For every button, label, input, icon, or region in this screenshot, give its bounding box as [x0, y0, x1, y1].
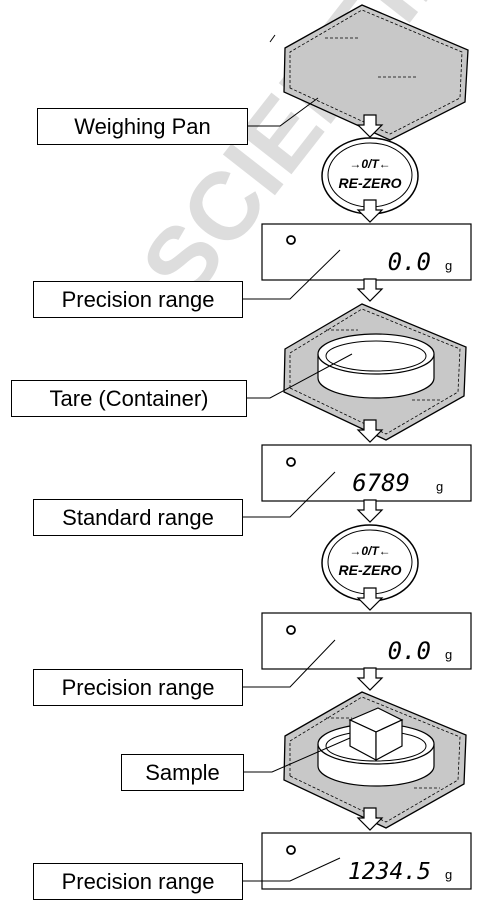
- display-panel: 0.0 g: [261, 223, 472, 281]
- leader-line: [243, 249, 341, 300]
- label-precision-range: Precision range: [33, 669, 243, 706]
- label-precision-range: Precision range: [33, 863, 243, 900]
- leader-line: [243, 639, 336, 688]
- display-value: 0.0: [388, 248, 431, 276]
- leader-line: [248, 97, 319, 127]
- display-value: 6789: [352, 469, 410, 497]
- label-standard-range: Standard range: [33, 499, 243, 536]
- label-weighing-pan: Weighing Pan: [37, 108, 248, 145]
- display-panel: 1234.5 g: [261, 832, 472, 890]
- label-sample: Sample: [121, 754, 244, 791]
- display-unit: g: [445, 647, 452, 662]
- display-unit: g: [445, 258, 452, 273]
- tare-container-graphic: [283, 303, 467, 441]
- label-tare-container: Tare (Container): [11, 380, 247, 417]
- flow-arrow-down-icon: [357, 278, 383, 302]
- flow-arrow-down-icon: [357, 499, 383, 523]
- rezero-key-bottom-label: RE-ZERO: [339, 175, 402, 191]
- rezero-key-top-label: →0/T←: [349, 157, 390, 171]
- rezero-key-icon: →0/T← RE-ZERO: [321, 524, 419, 602]
- sample-graphic: [283, 691, 467, 829]
- flow-arrow-down-icon: [357, 667, 383, 691]
- label-precision-range: Precision range: [33, 281, 243, 318]
- leader-line: [244, 737, 351, 773]
- display-value: 1234.5: [348, 859, 431, 885]
- rezero-key-bottom-label: RE-ZERO: [339, 562, 402, 578]
- rezero-key-top-label: →0/T←: [349, 544, 390, 558]
- display-panel: 0.0 g: [261, 612, 472, 670]
- leader-line: [243, 471, 336, 518]
- leader-line: [243, 857, 341, 882]
- leader-line: [247, 353, 353, 399]
- display-panel: 6789 g: [261, 444, 472, 502]
- display-value: 0.0: [388, 637, 431, 665]
- rezero-key-icon: →0/T← RE-ZERO: [321, 137, 419, 215]
- weighing-pan-graphic: [269, 4, 469, 141]
- display-unit: g: [445, 867, 452, 882]
- display-unit: g: [436, 479, 443, 494]
